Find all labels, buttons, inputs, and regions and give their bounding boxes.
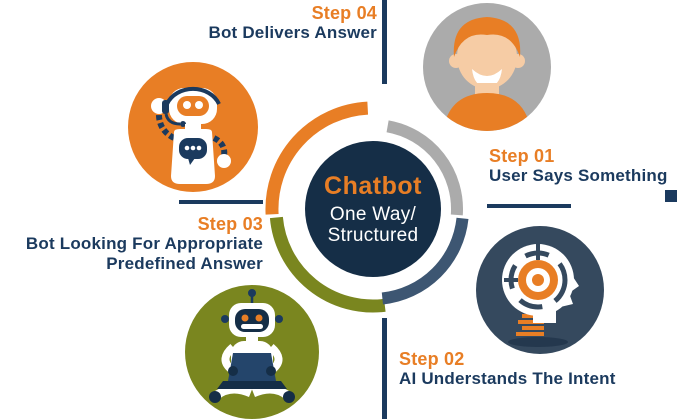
ring-arc-gray xyxy=(386,120,463,216)
step-02-block: Step 02 AI Understands The Intent xyxy=(399,349,616,389)
user-avatar-icon xyxy=(443,17,531,131)
robot-with-laptop-icon xyxy=(209,289,295,403)
ai-head-profile-icon xyxy=(502,244,579,347)
step-04-label: Step 04 xyxy=(311,3,377,23)
ring-arc-slate xyxy=(381,217,469,305)
center-subtitle-line1: One Way/ xyxy=(329,204,417,225)
step-03-label: Step 03 xyxy=(197,214,263,234)
user-avatar-circle xyxy=(423,3,551,131)
divider-left-horizontal xyxy=(179,200,263,204)
ring-arc-olive xyxy=(269,216,386,313)
center-subtitle-line2: Structured xyxy=(327,225,419,246)
center-title: Chatbot xyxy=(324,172,422,200)
step-03-text-line1: Bot Looking For Appropriate xyxy=(25,234,263,253)
step-02-label: Step 02 xyxy=(399,349,465,369)
robot-laptop-circle xyxy=(185,285,319,419)
step-01-block: Step 01 User Says Something xyxy=(489,146,668,186)
support-robot-circle xyxy=(128,62,258,192)
center-circle: Chatbot One Way/ Structured xyxy=(305,141,441,277)
step-01-text: User Says Something xyxy=(489,166,668,185)
step-03-block: Step 03 Bot Looking For Appropriate Pred… xyxy=(26,214,263,274)
divider-top-vertical xyxy=(382,0,387,84)
step-01-label: Step 01 xyxy=(489,146,555,166)
step-03-text-line2: Predefined Answer xyxy=(106,254,263,273)
step-02-text: AI Understands The Intent xyxy=(399,369,616,388)
support-robot-waving-icon xyxy=(151,86,231,184)
step-04-text: Bot Delivers Answer xyxy=(208,23,377,42)
ai-head-circle xyxy=(476,226,604,354)
ring-arc-orange xyxy=(265,101,369,215)
accent-square xyxy=(665,190,677,202)
divider-right-horizontal xyxy=(487,204,571,208)
step-04-block: Step 04 Bot Delivers Answer xyxy=(208,3,377,43)
divider-bottom-vertical xyxy=(382,318,387,419)
